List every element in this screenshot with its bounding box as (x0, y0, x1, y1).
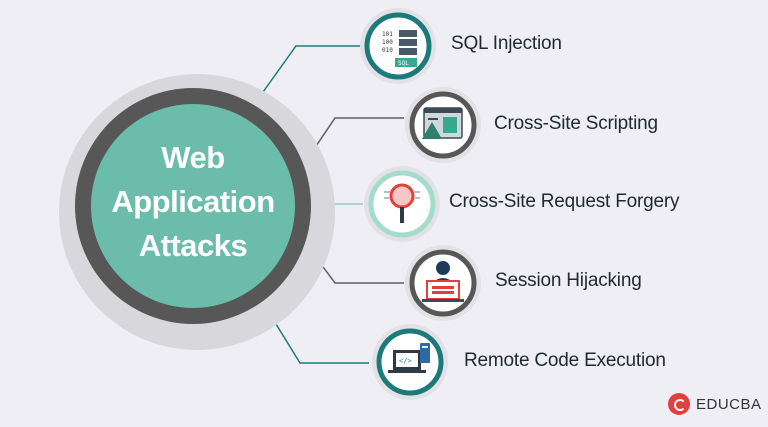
brand-name: EDUCBA (696, 395, 762, 413)
browser-code-icon (422, 107, 463, 139)
connector-remote-code-execution (267, 310, 369, 364)
label-csrf: Cross-Site Request Forgery (449, 191, 680, 212)
hacker-laptop-icon (422, 261, 464, 302)
node-csrf (364, 166, 440, 242)
label-session-hijacking: Session Hijacking (495, 270, 642, 291)
svg-text:SQL: SQL (398, 60, 409, 67)
code-laptop-icon: </> (388, 343, 430, 373)
svg-text:100: 100 (382, 39, 393, 46)
hub-title-line-2: Application (111, 184, 275, 219)
node-remote-code-execution: </> (372, 324, 448, 400)
brand: EDUCBA (668, 393, 762, 415)
connector-cross-site-scripting (311, 117, 404, 153)
label-remote-code-execution: Remote Code Execution (464, 350, 666, 371)
svg-text:010: 010 (382, 47, 393, 54)
connector-sql-injection (257, 45, 362, 100)
hub (59, 74, 335, 350)
hub-title-line-3: Attacks (138, 228, 248, 263)
node-session-hijacking (405, 245, 481, 321)
educba-logo-icon (668, 393, 690, 415)
svg-text:</>: </> (399, 357, 412, 365)
magnifier-icon (384, 183, 420, 223)
svg-text:101: 101 (382, 31, 393, 38)
hub-title-line-1: Web (161, 140, 225, 175)
sql-server-icon: 101 100 010 SQL (382, 30, 417, 67)
label-cross-site-scripting: Cross-Site Scripting (494, 113, 658, 134)
label-sql-injection: SQL Injection (451, 33, 562, 54)
node-sql-injection: 101 100 010 SQL (360, 8, 436, 84)
node-cross-site-scripting (405, 87, 481, 163)
